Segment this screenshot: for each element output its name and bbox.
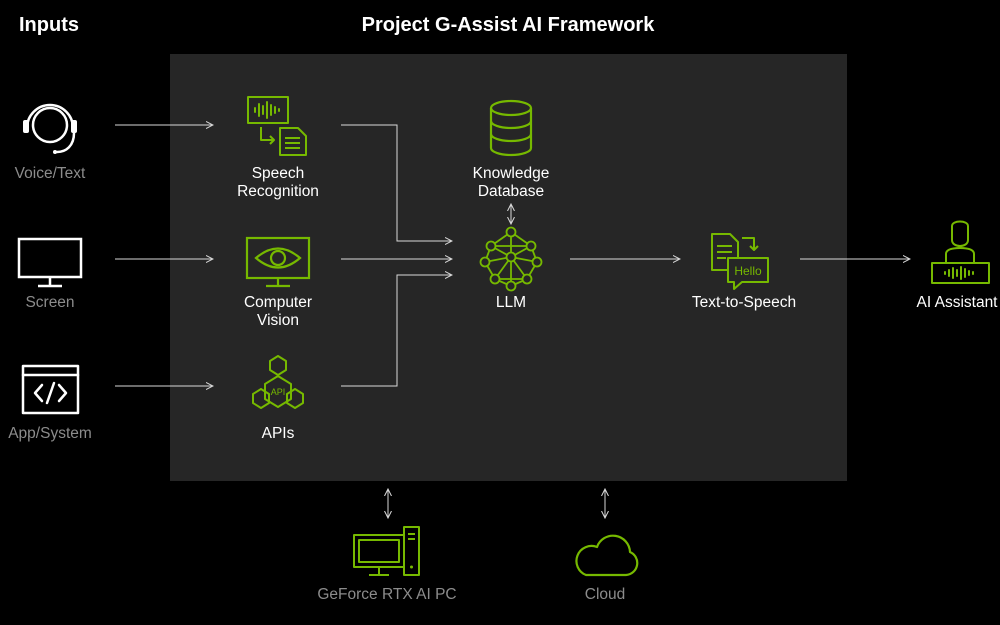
speech-recognition-icon	[247, 96, 307, 156]
input-label-app: App/System	[8, 425, 92, 442]
framework-heading: Project G-Assist AI Framework	[361, 14, 655, 36]
neural-network-icon	[479, 226, 543, 292]
input-label-screen: Screen	[25, 294, 75, 311]
cloud-label: Cloud	[584, 586, 626, 603]
computer-vision-line1: Computer	[243, 294, 313, 311]
code-window-icon	[21, 364, 80, 415]
tts-label: Text-to-Speech	[691, 294, 797, 311]
rtx-pc-icon	[353, 526, 420, 576]
headset-icon	[23, 103, 77, 154]
speech-recognition-label: Speech Recognition	[237, 165, 319, 201]
cloud-icon	[575, 534, 639, 577]
computer-vision-icon	[245, 236, 311, 288]
arrow-speech-to-llm	[341, 124, 452, 241]
speech-recognition-line1: Speech	[251, 165, 305, 182]
computer-vision-line2: Vision	[257, 312, 299, 329]
ai-assistant-icon	[931, 220, 990, 284]
connectors	[115, 125, 910, 518]
knowledge-database-line1: Knowledge	[472, 165, 550, 182]
inputs-heading: Inputs	[19, 14, 79, 36]
api-hexagon-icon: API	[252, 355, 304, 409]
database-icon	[489, 99, 533, 157]
text-to-speech-icon: Hello	[711, 233, 769, 290]
hello-icon-text: Hello	[734, 264, 762, 278]
ai-assistant-label: AI Assistant	[916, 294, 998, 311]
apis-label: APIs	[261, 425, 295, 442]
monitor-icon	[17, 237, 83, 288]
api-icon-text: API	[271, 387, 286, 397]
computer-vision-label: Computer Vision	[244, 294, 312, 330]
input-label-voice: Voice/Text	[14, 165, 86, 182]
knowledge-database-line2: Database	[477, 183, 545, 200]
knowledge-database-label: Knowledge Database	[473, 165, 550, 201]
rtx-pc-label: GeForce RTX AI PC	[317, 586, 457, 603]
speech-recognition-line2: Recognition	[237, 183, 319, 200]
llm-label: LLM	[495, 294, 527, 311]
arrow-apis-to-llm	[341, 275, 452, 387]
